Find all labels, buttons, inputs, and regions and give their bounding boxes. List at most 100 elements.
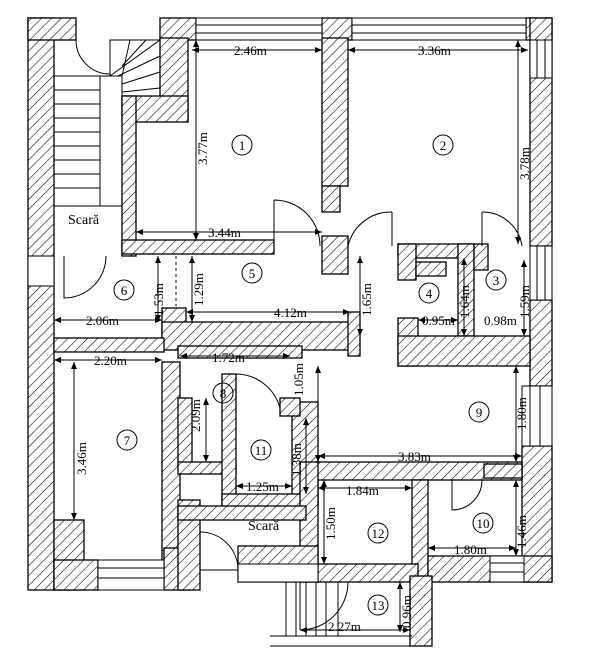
wall-11-step	[279, 397, 301, 417]
dim-1-80-vert: 1.80m	[514, 397, 529, 430]
dim-2-46: 2.46m	[234, 43, 267, 58]
wall-bottom-mid	[317, 563, 419, 583]
wall-top-a	[159, 17, 197, 41]
wall-3-4	[473, 243, 489, 271]
wall-10-top-stub	[483, 463, 523, 479]
wall-4-left	[397, 243, 417, 281]
window-bottom-7	[97, 559, 165, 591]
windows	[27, 17, 553, 591]
wall-1-2	[321, 37, 349, 187]
window-top-2	[351, 17, 527, 41]
dim-2-27: 2.27m	[328, 619, 361, 634]
room-2-label: 2	[440, 138, 447, 153]
room-11-circle	[250, 439, 272, 461]
window-right-9	[521, 385, 553, 447]
door-room2	[347, 211, 393, 247]
room-3-circle	[485, 269, 507, 291]
room-5-circle	[241, 262, 263, 284]
room-4-label: 4	[426, 286, 433, 301]
room-13-circle	[367, 594, 389, 616]
dim-1-25: 1.25m	[246, 479, 279, 494]
dim-3-77: 3.77m	[195, 132, 210, 165]
dim-0-98: 0.98m	[484, 313, 517, 328]
dim-3-46: 3.46m	[74, 442, 89, 475]
room-9-circle	[468, 401, 490, 423]
room-3-label: 3	[493, 273, 500, 288]
room-2-circle	[432, 134, 454, 156]
door-top-left	[75, 18, 111, 75]
doors	[63, 18, 523, 631]
wall-6-bottom	[53, 337, 165, 353]
dim-3-44: 3.44m	[208, 225, 241, 240]
window-bottom-10	[489, 555, 525, 583]
wall-1-2-low	[321, 235, 349, 275]
room-4-circle	[418, 282, 440, 304]
door-room3	[481, 211, 523, 247]
dim-3-78: 3.78m	[517, 147, 532, 180]
room-12-circle	[367, 522, 389, 544]
dim-0-95: 0.95m	[422, 313, 455, 328]
lower-staircase	[270, 581, 412, 647]
wall-top-left	[27, 17, 77, 41]
door-lower-stair	[199, 531, 239, 571]
room-10-circle	[472, 512, 494, 534]
dim-1-64: 1.64m	[457, 285, 472, 318]
door-room6	[63, 255, 107, 299]
wall-1-2-stub	[321, 185, 341, 213]
room-7-circle	[116, 429, 138, 451]
room-8-label: 8	[220, 386, 227, 401]
dim-1-59: 1.59m	[517, 285, 532, 318]
room-10-label: 10	[477, 516, 490, 531]
wall-stair-vert	[121, 95, 137, 257]
dim-1-50: 1.50m	[323, 507, 338, 540]
dim-2-09: 2.09m	[188, 399, 203, 432]
room-12-label: 12	[372, 526, 385, 541]
stair-label-upper: Scară	[68, 213, 100, 228]
dim-1-53: 1.53m	[151, 283, 166, 316]
room-5-label: 5	[249, 266, 256, 281]
dim-1-84: 1.84m	[346, 483, 379, 498]
stair-label-lower: Scară	[248, 519, 280, 534]
dim-3-36: 3.36m	[418, 43, 451, 58]
room-6-label: 6	[121, 283, 128, 298]
dim-1-38: 1.38m	[289, 443, 304, 476]
room-13-label: 13	[372, 598, 385, 613]
dim-3-83: 3.83m	[398, 449, 431, 464]
room-8-circle	[212, 382, 234, 404]
wall-7-bottom-b	[53, 559, 99, 591]
dimension-labels: 2.46m 3.36m 3.77m 3.78m 3.44m 1.53m 1.29…	[74, 43, 532, 634]
dim-1-72: 1.72m	[212, 350, 245, 365]
room-11-label: 11	[255, 443, 268, 458]
wall-13-right	[409, 575, 433, 647]
upper-staircase	[53, 39, 161, 207]
wall-corridor-mid	[347, 311, 361, 357]
wall-1-5	[121, 239, 275, 255]
room-labels: 1 2 3 4 5 6 7 8 9 10 11 12 13	[121, 138, 500, 613]
dim-4-12: 4.12m	[274, 305, 307, 320]
door-room8	[235, 373, 281, 420]
dim-1-29: 1.29m	[191, 273, 206, 306]
room-1-circle	[231, 134, 253, 156]
dim-0-96: 0.96m	[399, 595, 414, 628]
door-room1	[273, 199, 321, 247]
window-left-6	[27, 255, 55, 287]
room-7-label: 7	[124, 433, 131, 448]
wall-left-outer	[27, 17, 55, 591]
window-top-1	[195, 17, 323, 41]
room-6-circle	[113, 279, 135, 301]
dim-1-80-horiz: 1.80m	[454, 542, 487, 557]
dim-2-06: 2.06m	[86, 313, 119, 328]
room-9-label: 9	[476, 405, 483, 420]
dimension-lines	[54, 40, 528, 633]
wall-lower-stair-top	[177, 505, 307, 521]
dim-1-46: 1.46m	[514, 515, 529, 548]
dim-1-65: 1.65m	[359, 283, 374, 316]
wall-top-b	[321, 17, 353, 41]
window-right-1	[529, 39, 553, 79]
wall-4-inner	[415, 261, 447, 277]
wall-right-lower	[529, 299, 553, 387]
wall-lower-stair-left	[177, 499, 201, 591]
room-markers	[113, 134, 507, 616]
dim-2-20: 2.20m	[94, 353, 127, 368]
